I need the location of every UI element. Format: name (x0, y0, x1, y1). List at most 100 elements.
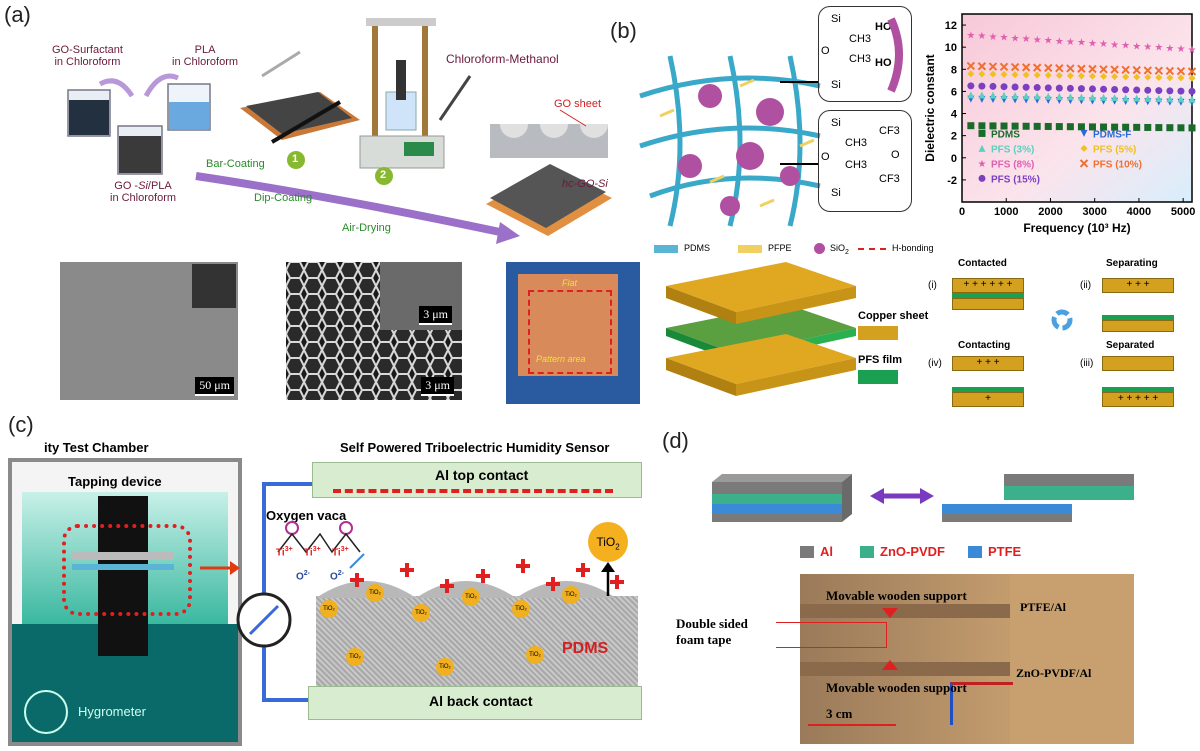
data-point (1066, 64, 1075, 73)
label-movable-top: Movable wooden support (826, 588, 967, 603)
data-point (1100, 72, 1108, 80)
mode-num-iv: (iv) (928, 358, 942, 369)
legend-pfpe-swatch (738, 245, 762, 253)
legend-al: Al (820, 544, 833, 559)
hc-go-si-film-icon (486, 164, 612, 236)
ti3-text-1: Ti (276, 547, 285, 559)
data-point (1166, 74, 1174, 82)
legend-marker (1080, 144, 1088, 152)
data-point (1132, 65, 1141, 75)
tio2-legend-circle: TiO2 (588, 522, 628, 562)
data-point (999, 62, 1009, 72)
ti3-label-1: Ti3+ (276, 546, 293, 558)
ti3-sup-1: 3+ (284, 546, 293, 553)
data-point: ★ (1165, 43, 1174, 54)
mode-label-separating: Separating (1106, 258, 1158, 269)
scale-bar-50um: 50 μm (195, 377, 234, 396)
data-point (1033, 122, 1041, 130)
y-tick-label: 2 (951, 131, 957, 143)
data-point: ★ (1110, 40, 1119, 51)
data-point (989, 82, 997, 90)
ti3-text-2: Ti (304, 547, 313, 559)
data-point (1011, 83, 1019, 91)
data-point (1155, 73, 1163, 81)
data-point (1088, 123, 1096, 131)
humidity-chamber: Hygrometer Tapping device (8, 458, 242, 746)
chem-o-1: O (821, 151, 830, 163)
panel-label-a: (a) (4, 2, 31, 27)
data-point (1188, 95, 1196, 103)
legend-label: PFS (5%) (1093, 144, 1136, 155)
data-point (1188, 74, 1196, 82)
plus-charges (350, 559, 624, 593)
al-top-contact: Al top contact (312, 462, 642, 498)
data-point (1000, 91, 1008, 99)
data-point (1077, 93, 1085, 101)
arrow-right-beaker (143, 73, 180, 98)
cycle-ring-icon (1051, 309, 1073, 331)
label-chamber-title: ity Test Chamber (44, 440, 149, 455)
label-pla: PLA in Chloroform (172, 44, 239, 68)
data-point (1177, 124, 1185, 132)
y-tick-label: -2 (947, 175, 957, 187)
legend-ptfe-swatch (968, 546, 982, 558)
data-point (978, 91, 986, 99)
data-point (988, 62, 998, 71)
legend-label: PDMS (991, 129, 1020, 140)
legend-pdms-swatch (654, 245, 678, 253)
wood-support-bottom (800, 662, 1010, 676)
label-go-si-pla-line2: in Chloroform (110, 192, 177, 204)
data-point (1188, 87, 1196, 95)
data-point (1055, 92, 1063, 100)
mode-label-separated: Separated (1106, 340, 1155, 351)
data-point (1166, 87, 1174, 95)
data-point (1111, 123, 1119, 131)
dip-coater-icon (359, 18, 445, 169)
tio2-particle: TiO₂ (562, 586, 580, 604)
legend-marker (978, 129, 986, 137)
o2-sup-1: 2- (303, 570, 311, 577)
label-ptfe-al: PTFE/Al (1020, 600, 1067, 614)
data-point: ★ (1066, 37, 1075, 48)
beaker-go-si-pla-icon (117, 125, 163, 175)
chem-ho-1: HO (875, 21, 892, 33)
focus-dashed-box (62, 524, 192, 616)
step-number-1: 1 (292, 153, 299, 165)
data-point (1044, 71, 1052, 79)
data-point (967, 82, 975, 90)
tio2-particle: TiO₂ (366, 584, 384, 602)
data-point (967, 70, 975, 78)
x-tick-label: 4000 (1127, 206, 1151, 218)
tio2-particle: TiO₂ (436, 658, 454, 676)
tio2-particle: TiO₂ (346, 648, 364, 666)
data-point (978, 122, 986, 130)
panel-label-b: (b) (610, 18, 637, 43)
data-point (1011, 92, 1019, 100)
oxygen-vacancy-structure (277, 521, 365, 569)
legend-marker (978, 144, 986, 152)
legend-marker (978, 174, 986, 182)
pfs-swatch (858, 370, 898, 384)
al-back-contact: Al back contact (308, 686, 642, 720)
data-point (1177, 95, 1185, 103)
legend-label: PFS (15%) (991, 174, 1040, 185)
data-point (1133, 86, 1141, 94)
chem-ch3-d: CH3 (845, 159, 868, 171)
label-zno-al: ZnO-PVDF/Al (1016, 666, 1092, 680)
data-point (978, 82, 986, 90)
panel-label-c: (c) (8, 412, 34, 437)
chem-ch3-b: CH3 (849, 53, 872, 65)
data-point (1111, 85, 1119, 93)
ti3-sup-2: 3+ (312, 546, 321, 553)
scale-bar-3um: 3 μm (421, 377, 454, 396)
x-tick-label: 0 (959, 206, 965, 218)
device-photo: 3 cm Movable wooden support Movable wood… (800, 574, 1134, 744)
data-point: ★ (1033, 35, 1042, 46)
tio2-legend-text: TiO (596, 535, 616, 549)
data-point (1033, 84, 1041, 92)
data-point (1111, 94, 1119, 102)
data-point: ★ (1143, 42, 1152, 53)
label-tapping-device: Tapping device (68, 474, 162, 489)
legend-sio2: SiO2 (830, 243, 849, 256)
data-point (1133, 123, 1141, 131)
